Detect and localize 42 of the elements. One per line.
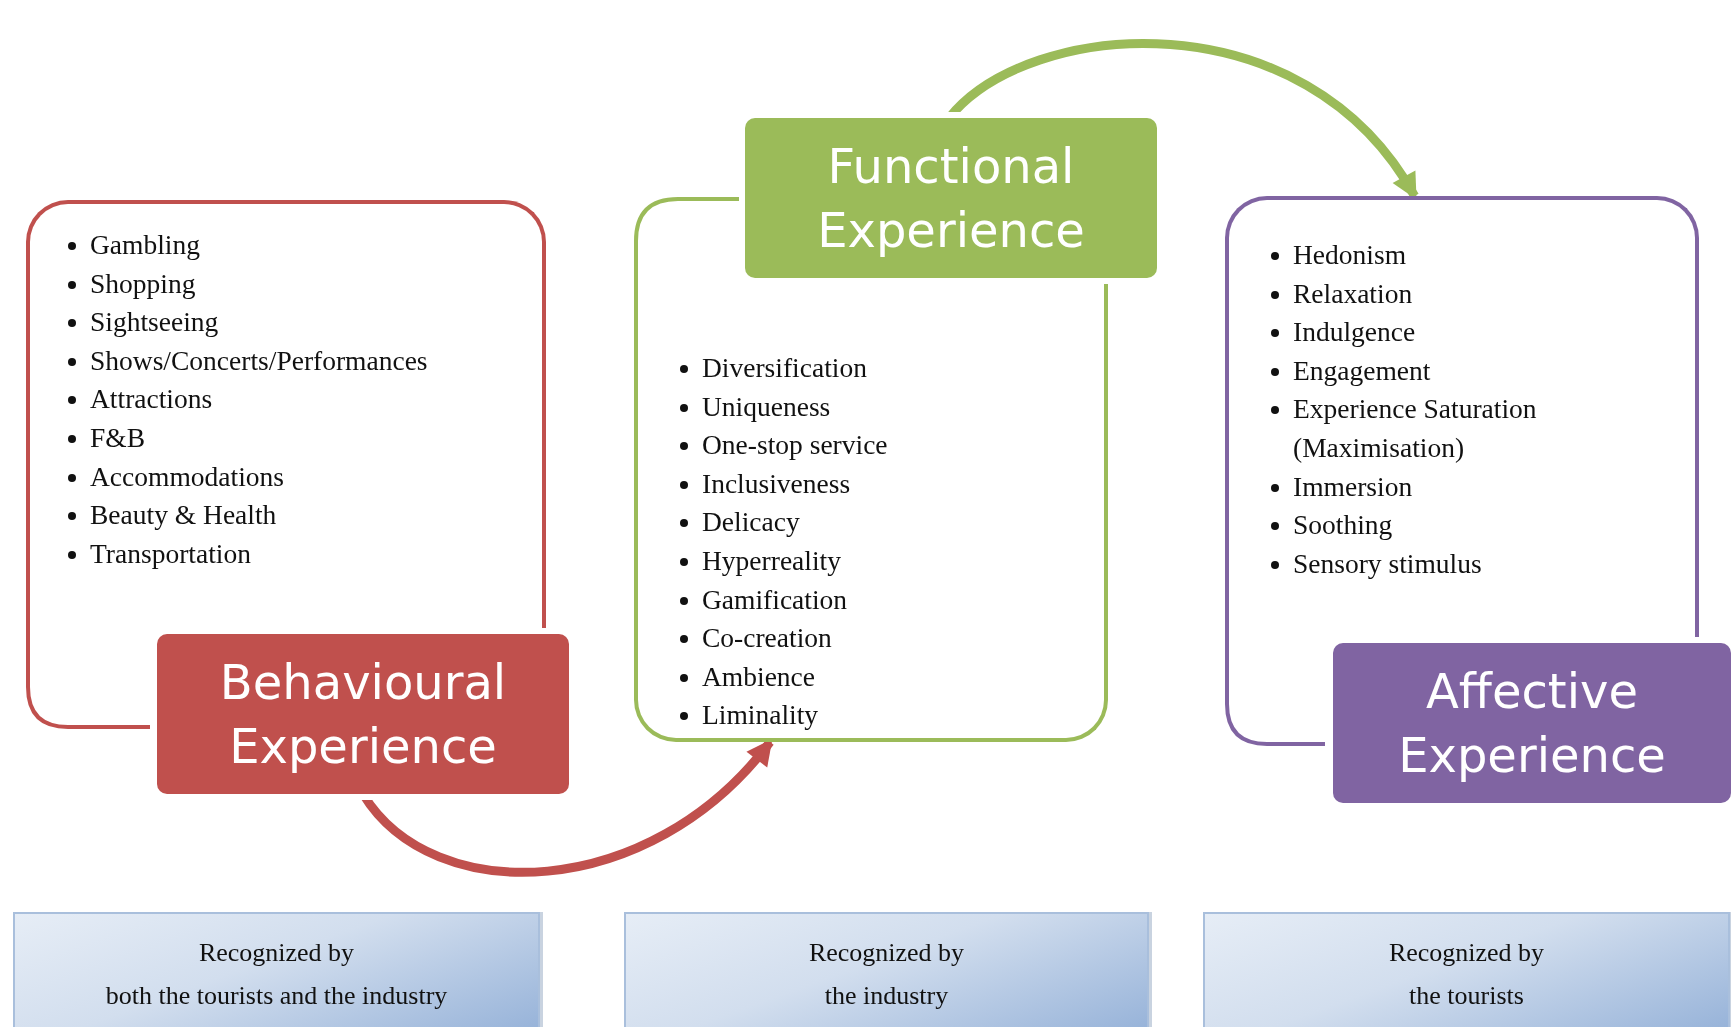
list-box — [26, 200, 546, 634]
list-item: Liminality — [702, 699, 819, 731]
list-item: Transportation — [90, 537, 251, 569]
note-panel — [13, 912, 540, 1027]
title-text: Behavioural Experience — [218, 653, 508, 776]
list-item: Attractions — [90, 383, 213, 415]
note-panel — [624, 912, 1149, 1027]
note-text: Recognized by — [197, 937, 356, 969]
title-text: Functional Experience — [816, 137, 1086, 260]
list-item: Soothing — [1293, 509, 1393, 541]
list-item: Immersion — [1293, 470, 1413, 502]
note-panel — [1203, 912, 1730, 1027]
list-item: Gambling — [90, 229, 200, 260]
list-item: Hedonism — [1293, 239, 1407, 270]
list-item: Indulgence — [1293, 316, 1416, 348]
list-item: Shopping — [90, 267, 196, 299]
list-item: Co-creation — [702, 622, 832, 654]
list-item: Beauty & Health — [90, 499, 277, 531]
list-item: Relaxation — [1293, 277, 1413, 309]
list-item: Shows/Concerts/Performances — [90, 344, 428, 376]
list-item: Diversification — [702, 352, 867, 383]
list-item: Delicacy — [702, 506, 800, 538]
list-item: One-stop service — [702, 429, 888, 461]
note-text: Recognized by — [807, 937, 966, 969]
list-item: Sensory stimulus — [1293, 547, 1482, 579]
list-item: F&B — [90, 421, 146, 453]
list-item: Uniqueness — [702, 390, 831, 422]
note-text: the tourists — [1408, 980, 1525, 1012]
list-box — [634, 278, 1108, 742]
list-item: Ambience — [702, 660, 815, 692]
list-item: Hyperreality — [702, 544, 841, 576]
list-box — [1225, 196, 1699, 643]
note-text: Recognized by — [1387, 937, 1546, 969]
note-text: the industry — [823, 980, 950, 1012]
list-item: Experience Saturation (Maximisation) — [1293, 393, 1537, 463]
note-text: both the tourists and the industry — [104, 980, 449, 1012]
list-item: Gamification — [702, 583, 848, 615]
list-item: Inclusiveness — [702, 467, 851, 499]
list-item: Accommodations — [90, 460, 284, 492]
list-item: Engagement — [1293, 354, 1431, 386]
title-text: Affective Experience — [1397, 662, 1667, 785]
list-item: Sightseeing — [90, 306, 219, 338]
